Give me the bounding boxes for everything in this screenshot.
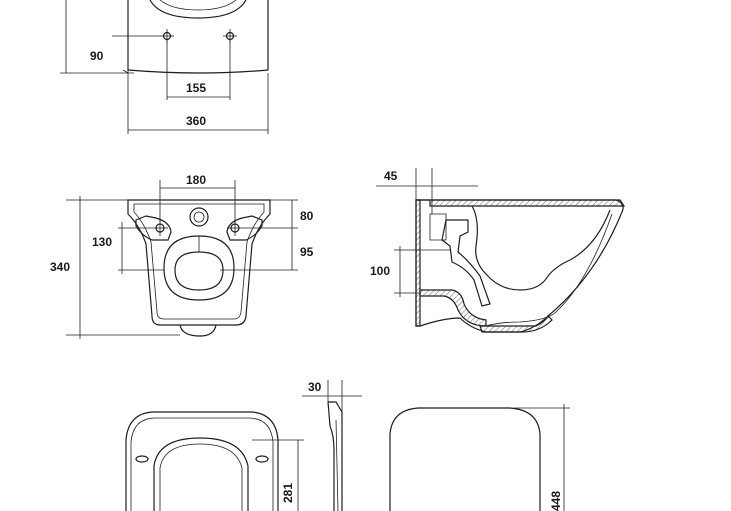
top-view-bowl-inner <box>159 0 237 11</box>
back-view-foot <box>179 324 217 337</box>
dim-130-label: 130 <box>92 235 112 249</box>
dim-180: 180 <box>159 173 236 222</box>
dim-45-label: 45 <box>384 169 398 183</box>
dim-80-label: 80 <box>300 209 314 223</box>
back-view-pocket-right <box>226 215 263 241</box>
side-view-trap <box>441 219 491 307</box>
dim-155-label: 155 <box>186 81 206 95</box>
seat-opening-inner <box>159 443 243 511</box>
top-view-bowl-rim <box>149 0 247 19</box>
back-view-outline <box>127 199 271 326</box>
dim-90: 90 <box>60 0 160 74</box>
dim-100-label: 100 <box>370 264 390 278</box>
seat-side-profile <box>328 401 343 511</box>
back-view: 180 80 95 130 340 <box>50 173 314 339</box>
side-view-outlet <box>419 289 487 327</box>
side-view-outer <box>415 199 624 333</box>
top-view: 90 155 360 <box>60 0 269 134</box>
dim-281: 281 <box>252 439 304 511</box>
dim-45: 45 <box>376 168 478 214</box>
dim-155: 155 <box>166 40 231 100</box>
seat-opening <box>153 437 249 511</box>
dim-360: 360 <box>127 73 269 134</box>
dim-80-95: 80 95 <box>220 199 314 271</box>
dim-340: 340 <box>50 196 180 339</box>
seat-outer <box>125 411 279 511</box>
dim-180-label: 180 <box>186 173 206 187</box>
seat-hinge-left <box>135 455 149 463</box>
side-view-bowl-surface <box>485 213 613 327</box>
seat-hinge-right <box>255 455 269 463</box>
back-view-outlet-inner <box>174 251 224 291</box>
seat-side-view: 30 <box>302 380 362 511</box>
seat-front-view: 281 <box>125 411 304 511</box>
seat-outer-inset <box>130 417 274 511</box>
dim-130: 130 <box>92 222 164 274</box>
lid-outline <box>389 407 541 511</box>
back-view-inlet <box>189 207 209 227</box>
top-view-outline <box>127 0 269 74</box>
dim-360-label: 360 <box>186 114 206 128</box>
dim-30: 30 <box>302 380 362 412</box>
dim-95-label: 95 <box>300 245 314 259</box>
top-view-hole-right <box>223 29 237 43</box>
side-view-bowl-inner <box>471 205 611 291</box>
back-view-outlet-outer <box>163 235 235 301</box>
dim-100: 100 <box>370 246 450 297</box>
dim-448: 448 <box>514 404 570 511</box>
back-view-inner-outline <box>133 203 265 320</box>
lid-view: 448 <box>389 404 570 511</box>
dim-281-label: 281 <box>281 483 295 503</box>
dim-90-label: 90 <box>90 49 104 63</box>
side-view: 45 100 <box>370 168 626 333</box>
side-view-top-shell <box>416 199 626 207</box>
dim-448-label: 448 <box>549 491 563 511</box>
dim-30-label: 30 <box>308 380 322 394</box>
dim-340-label: 340 <box>50 260 70 274</box>
seat-side-lid <box>327 401 335 511</box>
